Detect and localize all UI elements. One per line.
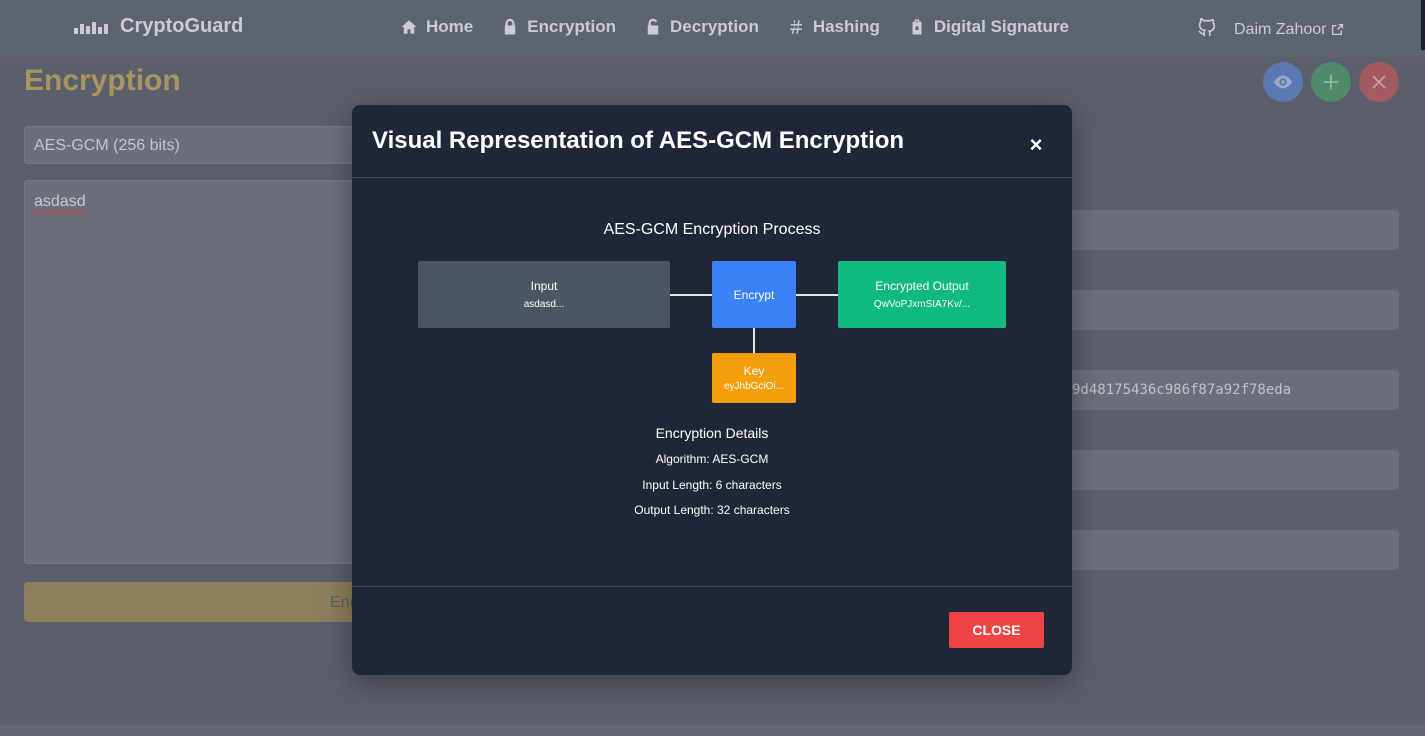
- encrypt-box-label: Encrypt: [733, 287, 775, 302]
- external-link-icon: [1332, 23, 1344, 36]
- brand-name: CryptoGuard: [120, 15, 244, 37]
- output-field-1[interactable]: [1072, 210, 1399, 250]
- diagram-encrypt-box: Encrypt: [712, 261, 796, 328]
- detail-algorithm: Algorithm: AES-GCM: [655, 452, 769, 466]
- github-icon[interactable]: [1196, 15, 1218, 44]
- visualization-modal: Visual Representation of AES-GCM Encrypt…: [352, 105, 1072, 675]
- connector-encrypt-output: [796, 294, 838, 296]
- input-box-label: Input: [530, 279, 558, 293]
- connector-input-encrypt: [670, 294, 712, 296]
- scrollbar-edge: [1421, 0, 1425, 50]
- navbar: CryptoGuard Home Encryption Decryption H…: [0, 0, 1425, 57]
- encrypt-button[interactable]: Enc: [24, 582, 364, 622]
- nav-decryption[interactable]: Decryption: [644, 17, 759, 37]
- nav-encryption[interactable]: Encryption: [501, 17, 616, 37]
- brand[interactable]: CryptoGuard: [74, 15, 243, 38]
- output-box-label: Encrypted Output: [875, 279, 969, 293]
- footer-strip: [0, 725, 1425, 736]
- algorithm-select[interactable]: AES-GCM (256 bits): [24, 126, 364, 164]
- brand-logo-icon: [74, 20, 110, 34]
- modal-title: Visual Representation of AES-GCM Encrypt…: [372, 127, 905, 154]
- nav-home[interactable]: Home: [400, 17, 473, 37]
- close-button[interactable]: CLOSE: [949, 612, 1044, 648]
- diagram-key-box: Key eyJhbGciOi...: [712, 353, 796, 403]
- key-box-value: eyJhbGciOi...: [723, 381, 785, 392]
- eye-icon: [1273, 75, 1293, 89]
- hash-icon: [789, 20, 802, 34]
- nav-hashing[interactable]: Hashing: [787, 17, 880, 37]
- nav-encryption-label: Encryption: [527, 17, 617, 36]
- plaintext-input[interactable]: asdasd: [24, 180, 364, 564]
- lock-icon: [504, 18, 516, 35]
- modal-header: Visual Representation of AES-GCM Encrypt…: [352, 105, 1072, 178]
- page-title: Encryption: [24, 64, 181, 97]
- nav-links: Home Encryption Decryption Hashing Digit…: [400, 17, 1069, 37]
- output-field-2[interactable]: [1072, 290, 1399, 330]
- modal-footer: CLOSE: [352, 586, 1072, 675]
- unlock-icon: [647, 18, 659, 35]
- nav-decryption-label: Decryption: [670, 17, 759, 36]
- nav-digital-signature-label: Digital Signature: [933, 17, 1069, 36]
- diagram-output-box: Encrypted Output QwVoPJxmSIA7Kv/...: [838, 261, 1006, 328]
- modal-body: AES-GCM Encryption Process Input asdasd.…: [352, 179, 1072, 586]
- output-box-value: QwVoPJxmSIA7Kv/...: [873, 299, 971, 310]
- encrypt-button-label: Enc: [330, 594, 358, 611]
- nav-hashing-label: Hashing: [812, 17, 880, 36]
- output-field-4[interactable]: [1072, 450, 1399, 490]
- nav-digital-signature[interactable]: Digital Signature: [908, 17, 1069, 37]
- close-icon: [1372, 75, 1386, 89]
- detail-output-length: Output Length: 32 characters: [634, 503, 790, 517]
- input-box-value: asdasd...: [523, 299, 565, 310]
- plus-icon: [1323, 74, 1339, 90]
- output-field-3[interactable]: 9d48175436c986f87a92f78eda: [1072, 370, 1399, 410]
- clear-button[interactable]: [1359, 62, 1399, 102]
- user-profile-link[interactable]: Daim Zahoor: [1234, 21, 1344, 39]
- nav-home-label: Home: [426, 17, 474, 36]
- output-field-5[interactable]: [1072, 530, 1399, 570]
- add-button[interactable]: [1311, 62, 1351, 102]
- home-icon: [401, 20, 417, 34]
- details-title: Encryption Details: [655, 425, 769, 441]
- diagram-title: AES-GCM Encryption Process: [603, 221, 821, 238]
- user-name: Daim Zahoor: [1234, 20, 1327, 38]
- key-box-label: Key: [743, 364, 765, 378]
- plaintext-value: asdasd: [34, 193, 86, 210]
- nav-right: Daim Zahoor: [1196, 15, 1344, 44]
- diagram-input-box: Input asdasd...: [418, 261, 670, 328]
- modal-close-icon[interactable]: ×: [1029, 132, 1043, 157]
- connector-key-encrypt: [753, 328, 755, 353]
- file-signature-icon: [912, 19, 922, 35]
- detail-input-length: Input Length: 6 characters: [642, 478, 782, 492]
- hash-value: 9d48175436c986f87a92f78eda: [1072, 382, 1292, 398]
- view-button[interactable]: [1263, 62, 1303, 102]
